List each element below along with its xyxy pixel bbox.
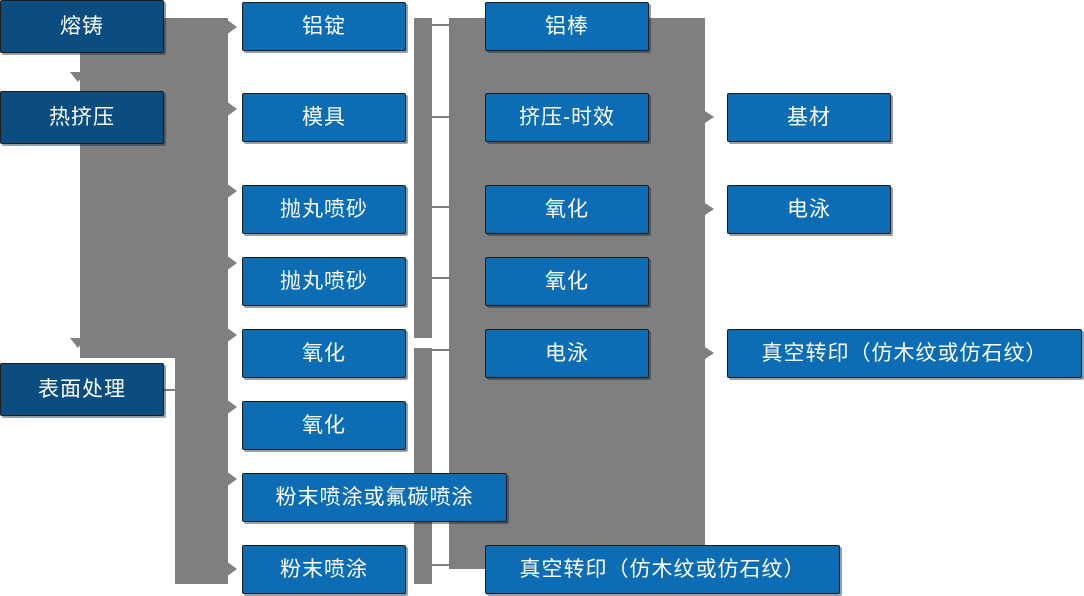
- connector-arrow-to-mold: [226, 101, 237, 117]
- connector-comb-seg-1: [414, 18, 432, 338]
- input-box-powder-or-fluorocarbon-coating[interactable]: 粉末喷涂或氟碳喷涂: [242, 473, 507, 522]
- input-box-aluminum-ingot[interactable]: 铝锭: [242, 2, 406, 51]
- stage-box-hot-extrusion[interactable]: 热挤压: [0, 91, 164, 144]
- stage-box-surface-treatment[interactable]: 表面处理: [0, 363, 164, 416]
- connector-comb-tooth-4: [430, 277, 452, 279]
- connector-stub-surface-treatment: [164, 389, 186, 391]
- connector-comb-tooth-1: [430, 24, 452, 26]
- connector-stage-trunk-lower: [175, 358, 228, 584]
- connector-arrow-down-hot-extrusion: [70, 72, 86, 82]
- stage-box-melting-casting[interactable]: 熔铸: [0, 0, 164, 53]
- connector-arrow-to-oxidation-1: [226, 327, 237, 343]
- connector-arrow-to-powder-fluorocarbon: [226, 471, 237, 487]
- input-box-shot-blasting-2[interactable]: 抛丸喷砂: [242, 257, 406, 306]
- connector-comb-seg-2: [414, 348, 432, 584]
- connector-arrow-to-powder-coating: [226, 561, 237, 577]
- connector-stage-trunk-upper: [80, 18, 228, 358]
- connector-arrow-to-oxidation-2: [226, 399, 237, 415]
- input-box-oxidation-1[interactable]: 氧化: [242, 329, 406, 378]
- connector-comb-tooth-3: [430, 206, 452, 208]
- connector-comb-tooth-5: [430, 349, 452, 351]
- connector-comb-tooth-6: [430, 564, 452, 566]
- connector-arrow-to-ingot: [226, 19, 237, 35]
- connector-arrow-to-shotblast-1: [226, 183, 237, 199]
- connector-arrow-to-vacuum-transfer: [705, 347, 714, 359]
- connector-arrow-to-electrophoresis: [705, 203, 714, 215]
- connector-arrow-to-shotblast-2: [226, 255, 237, 271]
- process-box-electrophoresis[interactable]: 电泳: [485, 329, 649, 378]
- output-box-substrate[interactable]: 基材: [727, 93, 891, 142]
- process-box-oxidation-1[interactable]: 氧化: [485, 185, 649, 234]
- input-box-powder-coating[interactable]: 粉末喷涂: [242, 545, 406, 594]
- connector-comb-tooth-2: [430, 116, 452, 118]
- output-box-vacuum-transfer-printing[interactable]: 真空转印（仿木纹或仿石纹）: [727, 329, 1082, 378]
- output-box-electrophoresis[interactable]: 电泳: [727, 185, 891, 234]
- connector-arrow-down-surface-treatment: [70, 338, 86, 348]
- process-box-oxidation-2[interactable]: 氧化: [485, 257, 649, 306]
- process-box-vacuum-transfer-printing[interactable]: 真空转印（仿木纹或仿石纹）: [485, 545, 840, 594]
- process-box-extrusion-aging[interactable]: 挤压-时效: [485, 93, 649, 142]
- process-box-aluminum-rod[interactable]: 铝棒: [485, 2, 649, 51]
- connector-arrow-to-substrate: [705, 111, 714, 123]
- input-box-shot-blasting-1[interactable]: 抛丸喷砂: [242, 185, 406, 234]
- input-box-mold[interactable]: 模具: [242, 93, 406, 142]
- input-box-oxidation-2[interactable]: 氧化: [242, 401, 406, 450]
